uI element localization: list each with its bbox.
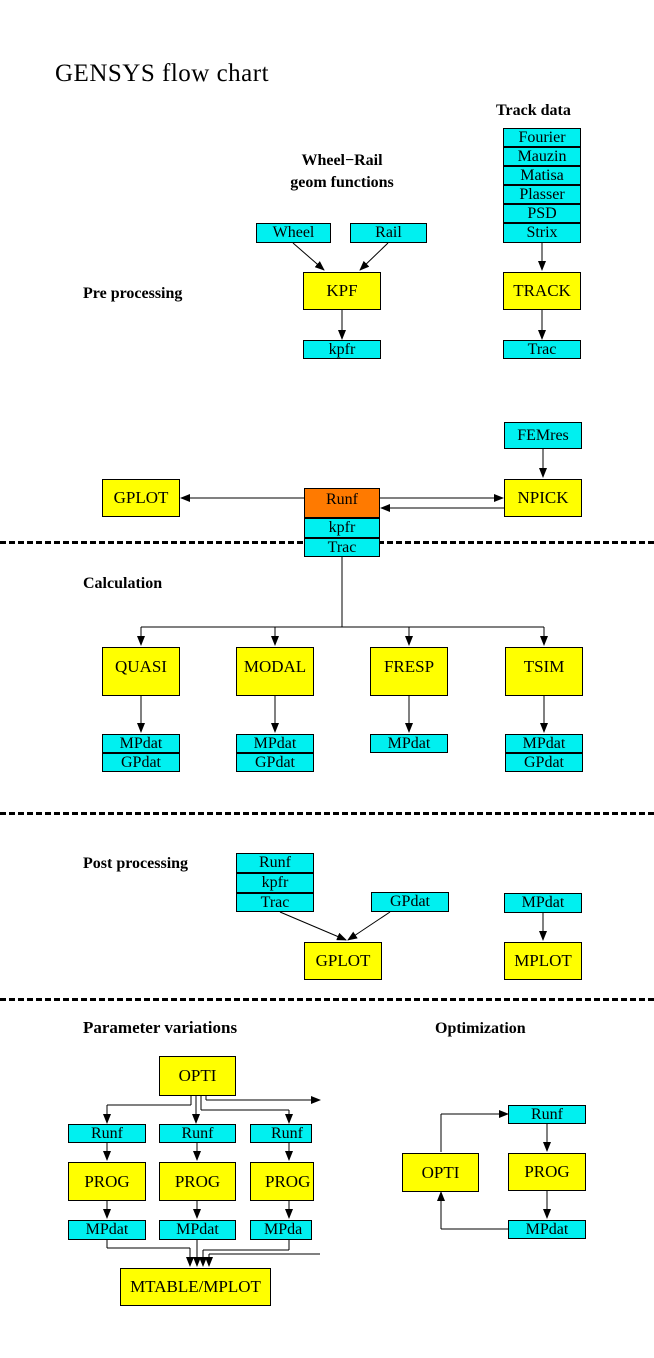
section-divider: [0, 812, 654, 815]
mtable-mplot-program-box[interactable]: MTABLE/MPLOT: [120, 1268, 271, 1306]
param-runf-box-1[interactable]: Runf: [68, 1124, 146, 1143]
post-kpfr-box[interactable]: kpfr: [236, 873, 314, 893]
tsim-gpdat-box[interactable]: GPdat: [505, 753, 583, 772]
page-title: GENSYS flow chart: [55, 60, 270, 87]
track-source-matisa[interactable]: Matisa: [503, 166, 581, 185]
param-runf-box-3[interactable]: Runf: [250, 1124, 312, 1143]
mplot-program-box[interactable]: MPLOT: [504, 942, 582, 980]
param-opti-program-box[interactable]: OPTI: [159, 1056, 236, 1096]
track-source-strix[interactable]: Strix: [503, 223, 581, 243]
param-prog-box-2[interactable]: PROG: [159, 1162, 236, 1201]
optim-opti-program-box[interactable]: OPTI: [402, 1153, 479, 1192]
quasi-program-box[interactable]: QUASI: [102, 647, 180, 696]
optim-runf-box[interactable]: Runf: [508, 1105, 586, 1124]
trac-data-box[interactable]: Trac: [503, 340, 581, 359]
quasi-gpdat-box[interactable]: GPdat: [102, 753, 180, 772]
runf-kpfr-box[interactable]: kpfr: [304, 518, 380, 538]
pre-processing-heading: Pre processing: [83, 285, 183, 302]
rail-data-box[interactable]: Rail: [350, 223, 427, 243]
wheel-data-box[interactable]: Wheel: [256, 223, 331, 243]
section-divider: [0, 998, 654, 1001]
param-mpdat-box-3[interactable]: MPda: [250, 1220, 312, 1240]
modal-gpdat-box[interactable]: GPdat: [236, 753, 314, 772]
param-mpdat-box-2[interactable]: MPdat: [159, 1220, 236, 1240]
param-prog-box-1[interactable]: PROG: [68, 1162, 146, 1201]
tsim-mpdat-box[interactable]: MPdat: [505, 734, 583, 753]
modal-mpdat-box[interactable]: MPdat: [236, 734, 314, 753]
track-source-fourier[interactable]: Fourier: [503, 128, 581, 147]
track-data-heading: Track data: [496, 102, 571, 119]
gplot-program-box[interactable]: GPLOT: [102, 479, 180, 517]
track-source-mauzin[interactable]: Mauzin: [503, 147, 581, 166]
calculation-heading: Calculation: [83, 575, 163, 592]
wheel-rail-heading-line1: Wheel−Rail: [301, 152, 383, 169]
tsim-program-box[interactable]: TSIM: [505, 647, 583, 696]
post-gpdat-box[interactable]: GPdat: [371, 892, 449, 912]
track-program-box[interactable]: TRACK: [503, 272, 581, 310]
optim-prog-program-box[interactable]: PROG: [508, 1153, 586, 1191]
parameter-variations-heading: Parameter variations: [83, 1018, 238, 1037]
kpf-program-box[interactable]: KPF: [303, 272, 381, 310]
post-gplot-program-box[interactable]: GPLOT: [304, 942, 382, 980]
quasi-mpdat-box[interactable]: MPdat: [102, 734, 180, 753]
femres-data-box[interactable]: FEMres: [504, 422, 582, 449]
track-source-plasser[interactable]: Plasser: [503, 185, 581, 204]
post-processing-heading: Post processing: [83, 855, 189, 872]
optimization-heading: Optimization: [435, 1020, 526, 1037]
modal-program-box[interactable]: MODAL: [236, 647, 314, 696]
post-mpdat-box[interactable]: MPdat: [504, 893, 582, 913]
runf-input-box[interactable]: Runf: [304, 488, 380, 518]
param-runf-box-2[interactable]: Runf: [159, 1124, 236, 1143]
fresp-program-box[interactable]: FRESP: [370, 647, 448, 696]
npick-program-box[interactable]: NPICK: [504, 479, 582, 517]
optim-mpdat-box[interactable]: MPdat: [508, 1220, 586, 1239]
wheel-rail-heading-line2: geom functions: [290, 174, 394, 191]
kpfr-data-box[interactable]: kpfr: [303, 340, 381, 359]
fresp-mpdat-box[interactable]: MPdat: [370, 734, 448, 753]
runf-trac-box[interactable]: Trac: [304, 538, 380, 557]
track-source-psd[interactable]: PSD: [503, 204, 581, 223]
post-runf-box[interactable]: Runf: [236, 853, 314, 873]
param-prog-box-3[interactable]: PROG: [250, 1162, 314, 1201]
param-mpdat-box-1[interactable]: MPdat: [68, 1220, 146, 1240]
post-trac-box[interactable]: Trac: [236, 893, 314, 912]
